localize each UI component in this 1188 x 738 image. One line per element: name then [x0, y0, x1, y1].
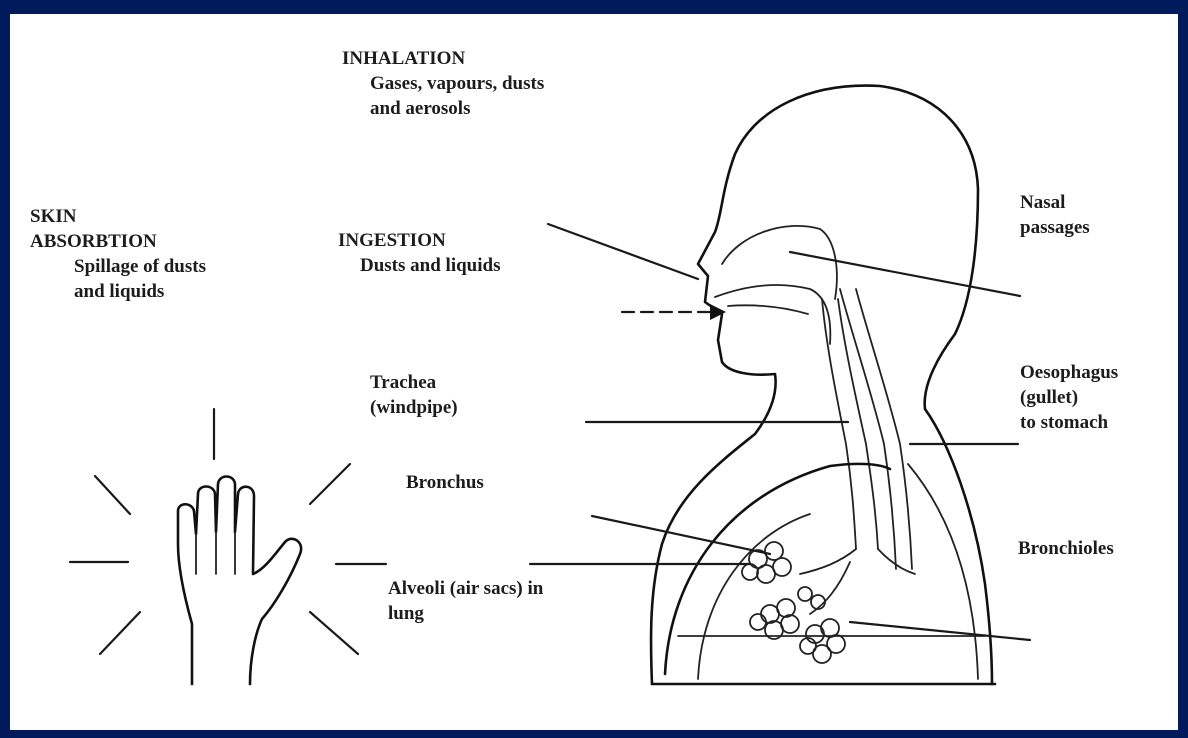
alveoli-line1: Alveoli (air sacs) in [388, 576, 543, 601]
ingestion-title: INGESTION [338, 228, 500, 253]
oesophagus-label: Oesophagus (gullet) to stomach [1020, 360, 1118, 435]
mouth-cavity [715, 285, 830, 344]
trachea-line2: (windpipe) [370, 395, 458, 420]
tongue [728, 305, 808, 314]
bronchioles-label: Bronchioles [1018, 536, 1114, 561]
inhalation-pointer [548, 224, 698, 279]
hand-icon [178, 477, 301, 685]
inhalation-label: INHALATION Gases, vapours, dusts and aer… [342, 46, 544, 121]
bronchus-branch-left [800, 549, 856, 574]
trachea-tube-left [822, 299, 856, 549]
alveoli-line2: lung [388, 601, 543, 626]
nasal-cavity [722, 226, 837, 299]
trachea-line1: Trachea [370, 370, 458, 395]
trachea-tube-right [838, 299, 878, 549]
oesophagus-line1: Oesophagus [1020, 360, 1118, 385]
oesophagus-line2: (gullet) [1020, 385, 1118, 410]
hand-fingers-detail [196, 532, 235, 574]
head-torso-outline [651, 86, 978, 684]
oesophagus-line3: to stomach [1020, 410, 1118, 435]
bronchus-line1: Bronchus [406, 470, 484, 495]
ingestion-label: INGESTION Dusts and liquids [338, 228, 500, 278]
skin-line1: Spillage of dusts [30, 254, 206, 279]
nasal-line1: Nasal [1020, 190, 1090, 215]
torso-right-outline [925, 409, 992, 684]
bronchus-label: Bronchus [406, 470, 484, 495]
skin-title1: SKIN [30, 204, 206, 229]
alveoli-label: Alveoli (air sacs) in lung [388, 576, 543, 626]
respiratory-exposure-diagram [10, 14, 1178, 730]
nasal-pointer [790, 252, 1020, 296]
ingestion-arrowhead [710, 304, 726, 320]
bronchioles-pointer [850, 622, 1030, 640]
diagram-frame: INHALATION Gases, vapours, dusts and aer… [10, 14, 1178, 730]
bronchioles-line1: Bronchioles [1018, 536, 1114, 561]
lung-outline-outer [665, 464, 890, 674]
bronchus-pointer [592, 516, 770, 554]
lung-rib-right [908, 464, 978, 679]
skin-exposure-rays [70, 409, 386, 654]
ingestion-line1: Dusts and liquids [338, 253, 500, 278]
skin-title2: ABSORBTION [30, 229, 206, 254]
nasal-label: Nasal passages [1020, 190, 1090, 240]
alveoli-clusters [742, 542, 845, 663]
oesophagus-tube-right [856, 289, 912, 569]
skin-absorption-label: SKIN ABSORBTION Spillage of dusts and li… [30, 204, 206, 304]
trachea-label: Trachea (windpipe) [370, 370, 458, 420]
skin-line2: and liquids [30, 279, 206, 304]
inhalation-line1: Gases, vapours, dusts [342, 71, 544, 96]
inhalation-title: INHALATION [342, 46, 544, 71]
nasal-line2: passages [1020, 215, 1090, 240]
inhalation-line2: and aerosols [342, 96, 544, 121]
